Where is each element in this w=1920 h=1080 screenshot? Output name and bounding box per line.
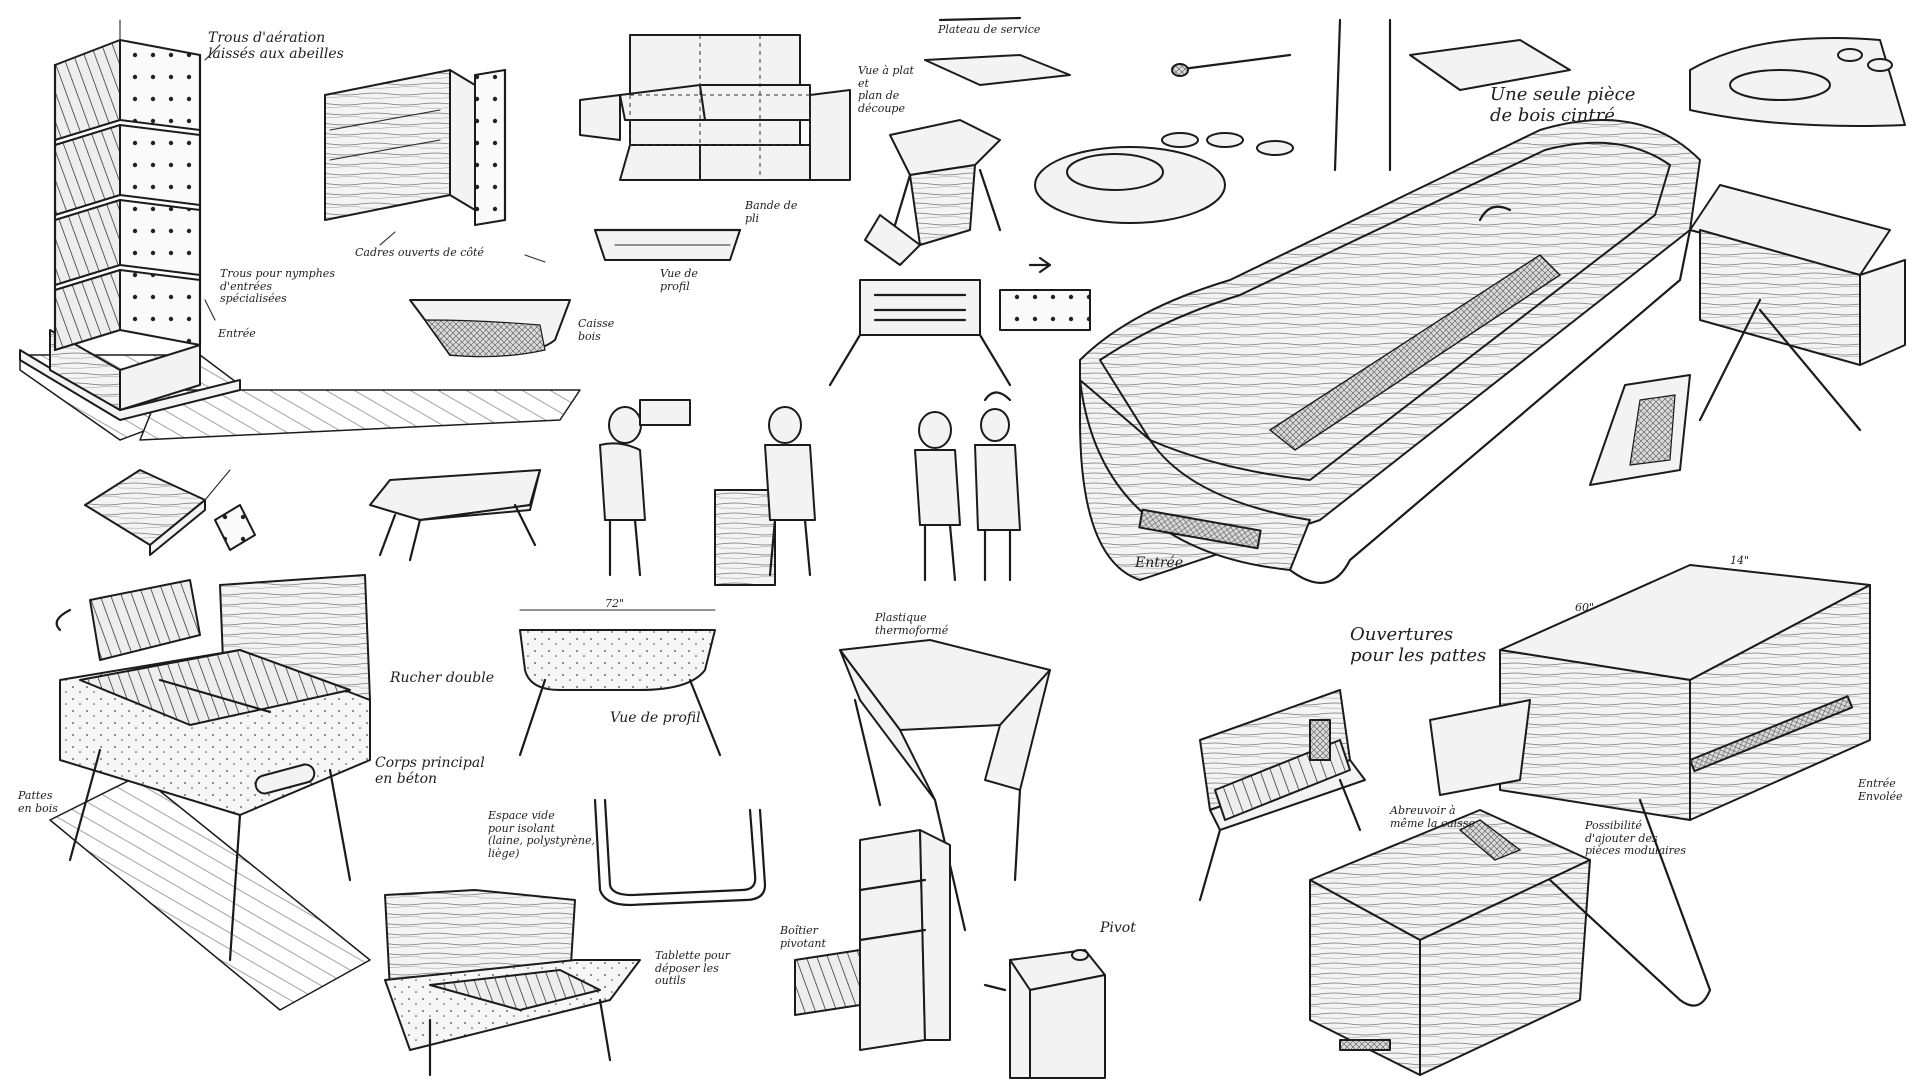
- open-frame-box-sketch: [324, 68, 546, 263]
- insulated-u-section-sketch: [593, 798, 767, 907]
- flat-pattern-sketch: [579, 34, 851, 181]
- top-right-tray-sketch: [1689, 37, 1906, 127]
- note-fold-strip: Bande de pli: [745, 199, 798, 225]
- profile-trough-sketch: [593, 228, 742, 261]
- note-thermoformed-plastic: Plastique thermoformé: [875, 611, 949, 637]
- note-side-open-frames: Cadres ouverts de côté: [355, 246, 484, 259]
- note-wood-box: Caisse bois: [578, 317, 615, 343]
- note-insulation-gap: Espace vide pour isolant (laine, polysty…: [488, 809, 596, 860]
- tower-hive-sketch: [19, 19, 581, 441]
- note-concrete-body: Corps principal en béton: [375, 755, 485, 788]
- note-profile-view-mid: Vue de profil: [610, 710, 701, 726]
- modular-hive-sketch: [1309, 564, 1871, 1076]
- main-bent-wood-hive-sketch: [1079, 119, 1701, 584]
- note-aeration-holes: Trous d'aération laissés aux abeilles: [208, 30, 344, 63]
- angular-stand-sketch: [369, 469, 541, 562]
- lidded-hive-sketch: [1689, 184, 1906, 432]
- flat-tray-sketch: [84, 469, 256, 556]
- dimension-72: 72": [605, 597, 625, 610]
- note-nymph-entry-holes: Trous pour nymphes d'entrées spécialisée…: [220, 267, 335, 306]
- profile-stand-sketch: [518, 609, 722, 757]
- folded-stand-sketch: [864, 119, 1002, 266]
- note-profile-view-top: Vue de profil: [660, 267, 698, 293]
- note-modular-parts: Possibilité d'ajouter des pièces modulai…: [1585, 819, 1687, 858]
- note-built-in-waterer: Abreuvoir à même la caisse: [1390, 804, 1475, 830]
- note-tool-shelf: Tablette pour déposer les outils: [655, 949, 730, 988]
- pivoting-box-tower-sketch: [794, 829, 1007, 1051]
- beekeepers-illustration: [599, 391, 1021, 586]
- note-main-entrance: Entrée: [1135, 555, 1184, 571]
- note-leg-openings: Ouvertures pour les pattes: [1350, 624, 1487, 666]
- note-double-hive: Rucher double: [390, 670, 494, 686]
- tall-trough-sketch: [1589, 374, 1691, 486]
- note-pivot: Pivot: [1100, 920, 1136, 936]
- double-hive-variant-sketch: [384, 889, 641, 1077]
- note-flat-cut-plan: Vue à plat et plan de découpe: [858, 64, 914, 115]
- note-pivoting-box: Boîtier pivotant: [780, 924, 826, 950]
- note-single-bent-piece: Une seule pièce de bois cintré: [1490, 84, 1636, 126]
- trough-section-sketch: [409, 299, 571, 358]
- pivot-column-sketch: [1009, 949, 1106, 1079]
- note-tower-entrance: Entrée: [218, 327, 256, 340]
- note-service-tray: Plateau de service: [938, 23, 1041, 36]
- note-wooden-legs: Pattes en bois: [18, 789, 58, 815]
- dimension-14: 14": [1730, 554, 1750, 567]
- side-trough-hive-sketch: [1198, 689, 1366, 902]
- frame-stand-sketch: [828, 256, 1091, 387]
- note-flight-entrance: Entrée Envolée: [1858, 777, 1903, 803]
- origami-stand-sketch: [839, 639, 1051, 932]
- serving-tray-sketch: [924, 16, 1571, 224]
- double-hive-sketch: [49, 574, 371, 1011]
- dimension-60: 60": [1575, 601, 1595, 614]
